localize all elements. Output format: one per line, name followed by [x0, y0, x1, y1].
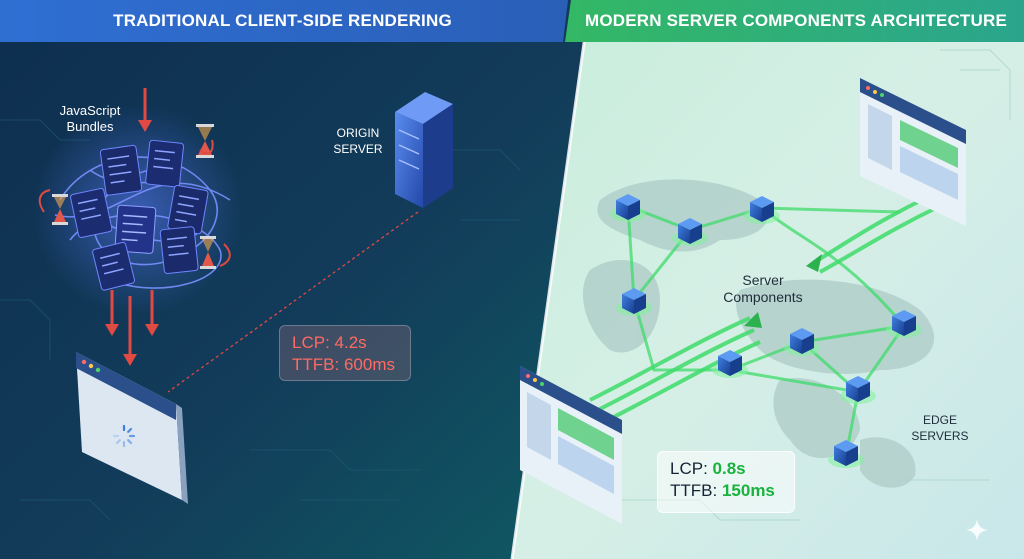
hourglass-icon — [200, 236, 216, 269]
csr-ttfb-row: TTFB: 600ms — [292, 354, 398, 376]
javascript-bundles-label: JavaScript Bundles — [59, 103, 121, 134]
wait-cycle-arrows — [38, 139, 231, 267]
fast-delivery-flows — [589, 194, 941, 426]
csr-lcp-row: LCP: 4.2s — [292, 332, 398, 354]
flow-arrowhead — [806, 254, 822, 272]
code-bundle-cards — [70, 139, 209, 291]
red-download-arrows — [105, 88, 159, 366]
server-icon — [395, 92, 453, 208]
loading-spinner-icon — [112, 424, 136, 448]
right-title-bar — [565, 0, 1024, 42]
left-panel-title: TRADITIONAL CLIENT-SIDE RENDERING — [113, 11, 452, 30]
browser-window-icon — [76, 352, 188, 504]
server-components-label-line1: Server — [742, 272, 784, 288]
edge-servers-label-line2: SERVERS — [911, 429, 969, 443]
left-title-bar — [0, 0, 568, 42]
ttfb-value: 150ms — [721, 481, 775, 500]
flow-arrowhead — [744, 312, 762, 328]
lcp-value: 0.8s — [712, 459, 746, 478]
ttfb-label: TTFB: — [670, 481, 722, 500]
browser-window-icon — [860, 78, 966, 226]
rsc-ttfb-row: TTFB: 150ms — [670, 480, 782, 502]
server-components-label-line2: Components — [723, 289, 803, 305]
ttfb-label: TTFB: — [292, 355, 344, 374]
rsc-metrics-card: LCP: 0.8s TTFB: 150ms — [657, 451, 795, 513]
rsc-lcp-row: LCP: 0.8s — [670, 458, 782, 480]
browser-window-icon — [520, 366, 622, 524]
server-components-label: Server Components — [708, 272, 818, 306]
origin-server-label-line1: ORIGIN — [336, 126, 380, 140]
edge-servers-label: EDGE SERVERS — [900, 412, 980, 444]
ttfb-value: 600ms — [343, 355, 395, 374]
edge-servers-label-line1: EDGE — [922, 413, 957, 427]
lcp-value: 4.2s — [334, 333, 367, 352]
hourglass-icon — [52, 194, 68, 225]
lcp-label: LCP: — [292, 333, 335, 352]
csr-metrics-card: LCP: 4.2s TTFB: 600ms — [279, 325, 411, 381]
edge-node-icon — [610, 194, 922, 468]
lcp-label: LCP: — [670, 459, 713, 478]
right-panel-title: MODERN SERVER COMPONENTS ARCHITECTURE — [584, 11, 1008, 30]
origin-server-label: ORIGIN SERVER — [318, 125, 398, 157]
sparkle-icon — [966, 519, 988, 541]
origin-server-label-line2: SERVER — [333, 142, 383, 156]
